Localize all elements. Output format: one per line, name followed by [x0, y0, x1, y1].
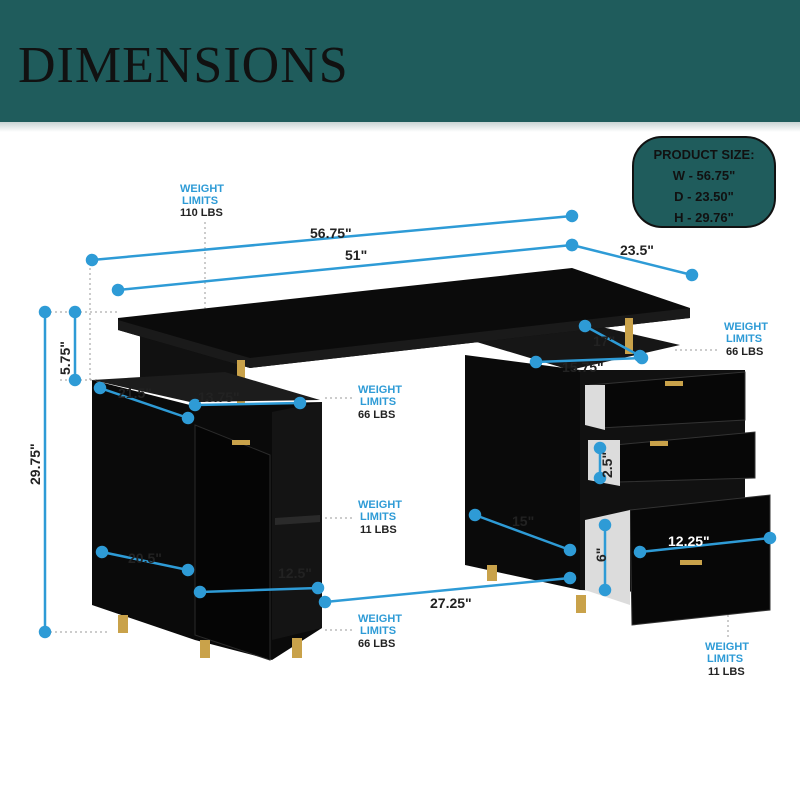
product-size-box: PRODUCT SIZE: W - 56.75" D - 23.50" H - …	[632, 136, 776, 228]
cabinet-inner-depth-label: 20.5"	[128, 550, 162, 566]
drawer-unit	[465, 355, 580, 590]
product-width: W - 56.75"	[672, 168, 736, 183]
svg-text:WEIGHT: WEIGHT	[358, 384, 402, 396]
svg-text:11 LBS: 11 LBS	[360, 524, 397, 536]
weight-drawers: WEIGHT LIMITS 11 LBS	[705, 641, 749, 678]
svg-text:11 LBS: 11 LBS	[708, 666, 745, 678]
door-handle	[232, 440, 250, 445]
top-shelf-depth-label: 17"	[593, 333, 615, 349]
top-gap-label: 5.75"	[57, 341, 73, 375]
weight-cabinet-top: WEIGHT LIMITS 66 LBS	[358, 384, 402, 421]
svg-text:LIMITS: LIMITS	[360, 511, 396, 523]
svg-text:LIMITS: LIMITS	[707, 653, 743, 665]
shelf-width-label: 13.75"	[198, 389, 240, 405]
weight-cabinet-middle: WEIGHT LIMITS 11 LBS	[358, 499, 402, 536]
weight-desktop: WEIGHT LIMITS 110 LBS	[180, 183, 224, 219]
knee-space-label: 27.25"	[430, 595, 472, 611]
total-height-label: 29.75"	[27, 443, 43, 485]
svg-text:66 LBS: 66 LBS	[358, 638, 395, 650]
drawer-width-label: 12.25"	[668, 533, 710, 549]
cabinet-depth-label: 21.5"	[118, 385, 152, 401]
dimension-lines	[38, 209, 777, 639]
svg-text:110 LBS: 110 LBS	[180, 207, 223, 219]
svg-text:WEIGHT: WEIGHT	[724, 321, 768, 333]
svg-text:WEIGHT: WEIGHT	[358, 613, 402, 625]
inner-width-label: 51"	[345, 247, 367, 263]
product-depth: D - 23.50"	[674, 189, 734, 204]
total-depth-label: 23.5"	[620, 242, 654, 258]
svg-text:WEIGHT: WEIGHT	[358, 499, 402, 511]
weight-cabinet-bottom: WEIGHT LIMITS 66 LBS	[358, 613, 402, 650]
product-height: H - 29.76"	[674, 210, 734, 225]
drawer-small-height-label: 2.5"	[599, 452, 615, 478]
svg-text:WEIGHT: WEIGHT	[180, 183, 224, 195]
page-title: DIMENSIONS	[18, 37, 349, 94]
svg-text:66 LBS: 66 LBS	[726, 346, 763, 358]
cabinet-door	[194, 424, 271, 661]
product-size-heading: PRODUCT SIZE:	[653, 147, 755, 162]
svg-text:LIMITS: LIMITS	[360, 625, 396, 637]
drawer-unit-depth-label: 15"	[512, 513, 534, 529]
svg-text:LIMITS: LIMITS	[360, 396, 396, 408]
drawer-large-height-label: 6"	[593, 548, 609, 562]
svg-text:LIMITS: LIMITS	[726, 333, 762, 345]
total-width-label: 56.75"	[310, 225, 352, 241]
weight-top-shelf: WEIGHT LIMITS 66 LBS	[724, 321, 768, 358]
shelf-height-label: 12.5"	[278, 565, 312, 581]
svg-text:66 LBS: 66 LBS	[358, 409, 395, 421]
svg-text:WEIGHT: WEIGHT	[705, 641, 749, 653]
top-shelf-width-label: 15.75"	[562, 359, 604, 375]
banner-shadow	[0, 122, 800, 132]
header-banner	[0, 0, 800, 122]
svg-text:LIMITS: LIMITS	[182, 195, 218, 207]
